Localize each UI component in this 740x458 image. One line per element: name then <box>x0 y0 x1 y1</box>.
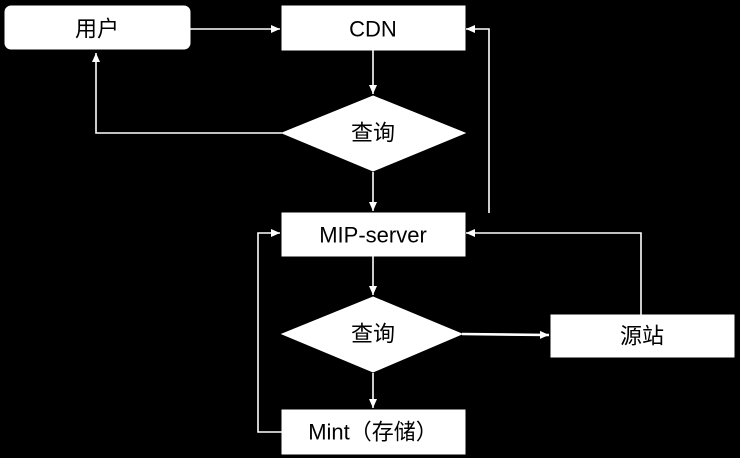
node-origin: 源站 <box>550 314 735 358</box>
node-cdn-label: CDN <box>349 17 397 42</box>
node-mip-server-label: MIP-server <box>319 223 427 248</box>
edge-query-top-to-user <box>92 53 282 134</box>
node-user-label: 用户 <box>75 17 119 42</box>
node-user: 用户 <box>4 5 191 50</box>
node-query-top-label: 查询 <box>351 121 395 146</box>
node-query-bottom-label: 查询 <box>351 322 395 347</box>
node-mint: Mint（存储） <box>281 409 466 455</box>
edge-query-bottom-to-origin <box>461 330 550 339</box>
edge-origin-to-mip <box>466 229 642 315</box>
node-query-bottom: 查询 <box>280 296 464 373</box>
node-mint-label: Mint（存储） <box>308 420 438 445</box>
node-origin-label: 源站 <box>620 324 664 349</box>
edge-mip-to-cdn <box>466 25 490 213</box>
node-query-top: 查询 <box>280 95 467 172</box>
node-mip-server: MIP-server <box>281 212 466 257</box>
edge-mint-to-mip <box>257 229 282 433</box>
node-cdn: CDN <box>281 5 466 51</box>
